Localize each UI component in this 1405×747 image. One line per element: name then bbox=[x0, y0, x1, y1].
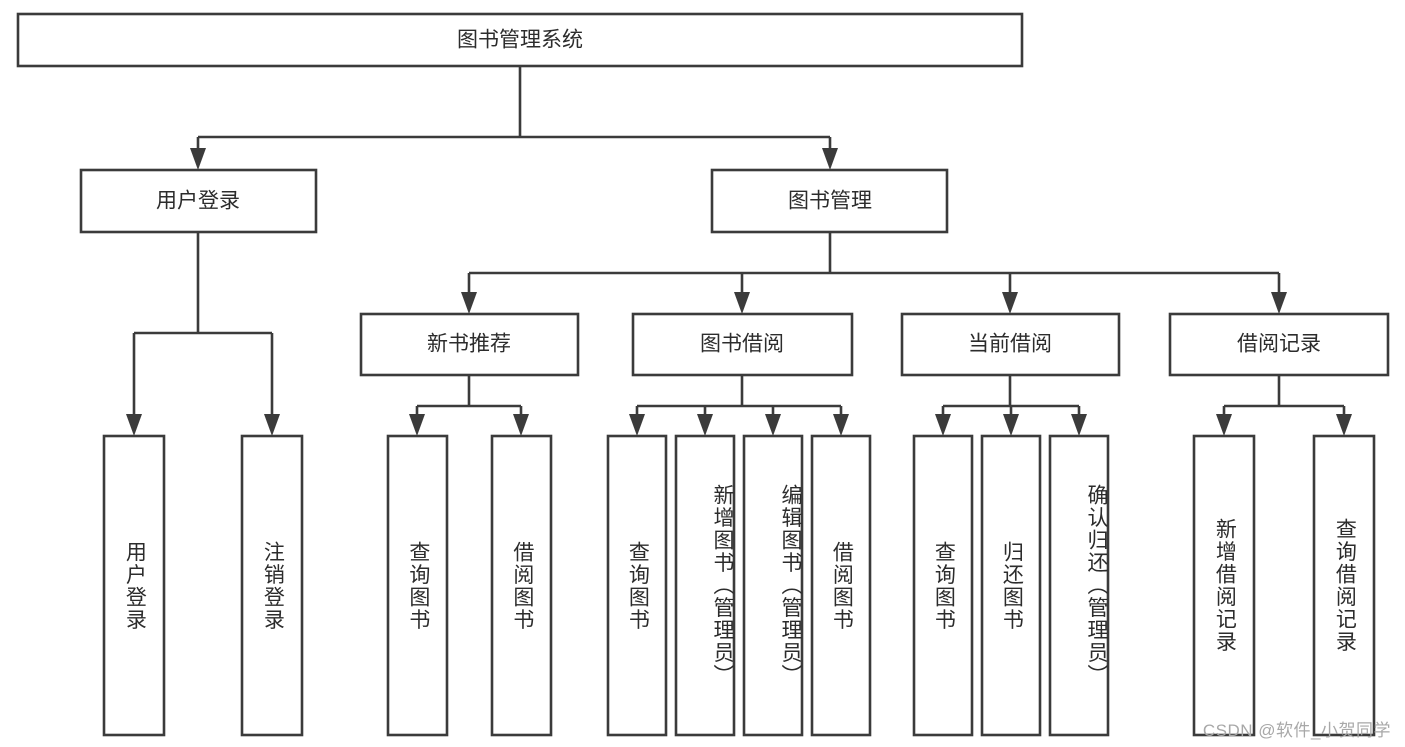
arrow-to-user-login bbox=[190, 148, 206, 170]
arrow-to-book-management bbox=[822, 148, 838, 170]
csdn-watermark: CSDN @软件_小贺同学 bbox=[1202, 721, 1391, 740]
leaf-query-book-2-box[interactable] bbox=[606, 434, 668, 737]
arrow-leaf-borrow-book-1 bbox=[513, 414, 529, 436]
leaf-query-book-1-box[interactable] bbox=[386, 434, 449, 737]
arrow-to-current-borrow bbox=[1002, 292, 1018, 314]
node-root-box[interactable] bbox=[16, 12, 1024, 68]
leaf-edit-book-box[interactable] bbox=[742, 434, 804, 737]
leaf-borrow-book-1-box[interactable] bbox=[490, 434, 553, 737]
leaf-add-book-box[interactable] bbox=[674, 434, 736, 737]
arrow-leaf-add-record bbox=[1216, 414, 1232, 436]
node-new-book-recommend-box[interactable] bbox=[359, 312, 580, 377]
node-new-book-recommend[interactable]: 新书推荐 bbox=[359, 312, 580, 377]
arrow-to-book-borrow bbox=[734, 292, 750, 314]
node-book-management-label: 图书管理 bbox=[788, 190, 872, 213]
arrow-leaf-query-book-2 bbox=[629, 414, 645, 436]
connector-group bbox=[126, 66, 1352, 436]
arrow-to-new-book-recommend bbox=[461, 292, 477, 314]
leaf-logout-login-box[interactable] bbox=[240, 434, 304, 737]
node-user-login-box[interactable] bbox=[79, 168, 318, 234]
node-borrow-record-label: 借阅记录 bbox=[1237, 333, 1321, 356]
node-root-label: 图书管理系统 bbox=[457, 29, 583, 52]
node-book-management[interactable]: 图书管理 bbox=[710, 168, 949, 234]
arrow-leaf-confirm-return bbox=[1071, 414, 1087, 436]
node-borrow-record[interactable]: 借阅记录 bbox=[1168, 312, 1390, 377]
node-new-book-recommend-label: 新书推荐 bbox=[427, 333, 511, 356]
leaf-user-login-box[interactable] bbox=[102, 434, 166, 737]
arrow-leaf-query-book-3 bbox=[935, 414, 951, 436]
leaf-add-record-box[interactable] bbox=[1192, 434, 1256, 737]
node-current-borrow[interactable]: 当前借阅 bbox=[900, 312, 1121, 377]
leaf-query-book-3-box[interactable] bbox=[912, 434, 974, 737]
arrow-leaf-return-book bbox=[1003, 414, 1019, 436]
leaf-box-group bbox=[102, 434, 1376, 737]
node-user-login[interactable]: 用户登录 bbox=[79, 168, 318, 234]
leaf-query-record-box[interactable] bbox=[1312, 434, 1376, 737]
node-current-borrow-label: 当前借阅 bbox=[968, 333, 1052, 356]
arrow-leaf-user-login bbox=[126, 414, 142, 436]
arrow-leaf-edit-book bbox=[765, 414, 781, 436]
arrow-leaf-query-book-1 bbox=[409, 414, 425, 436]
arrow-leaf-add-book bbox=[697, 414, 713, 436]
node-user-login-label: 用户登录 bbox=[156, 190, 240, 213]
node-root[interactable]: 图书管理系统 bbox=[16, 12, 1024, 68]
leaf-confirm-return-box[interactable] bbox=[1048, 434, 1110, 737]
node-book-management-box[interactable] bbox=[710, 168, 949, 234]
node-book-borrow-box[interactable] bbox=[631, 312, 854, 377]
arrow-leaf-query-record bbox=[1336, 414, 1352, 436]
leaf-return-book-box[interactable] bbox=[980, 434, 1042, 737]
arrow-leaf-logout-login bbox=[264, 414, 280, 436]
arrow-leaf-borrow-book-2 bbox=[833, 414, 849, 436]
arrow-to-borrow-record bbox=[1271, 292, 1287, 314]
node-book-borrow-label: 图书借阅 bbox=[700, 333, 784, 356]
node-borrow-record-box[interactable] bbox=[1168, 312, 1390, 377]
node-book-borrow[interactable]: 图书借阅 bbox=[631, 312, 854, 377]
leaf-borrow-book-2-box[interactable] bbox=[810, 434, 872, 737]
node-current-borrow-box[interactable] bbox=[900, 312, 1121, 377]
